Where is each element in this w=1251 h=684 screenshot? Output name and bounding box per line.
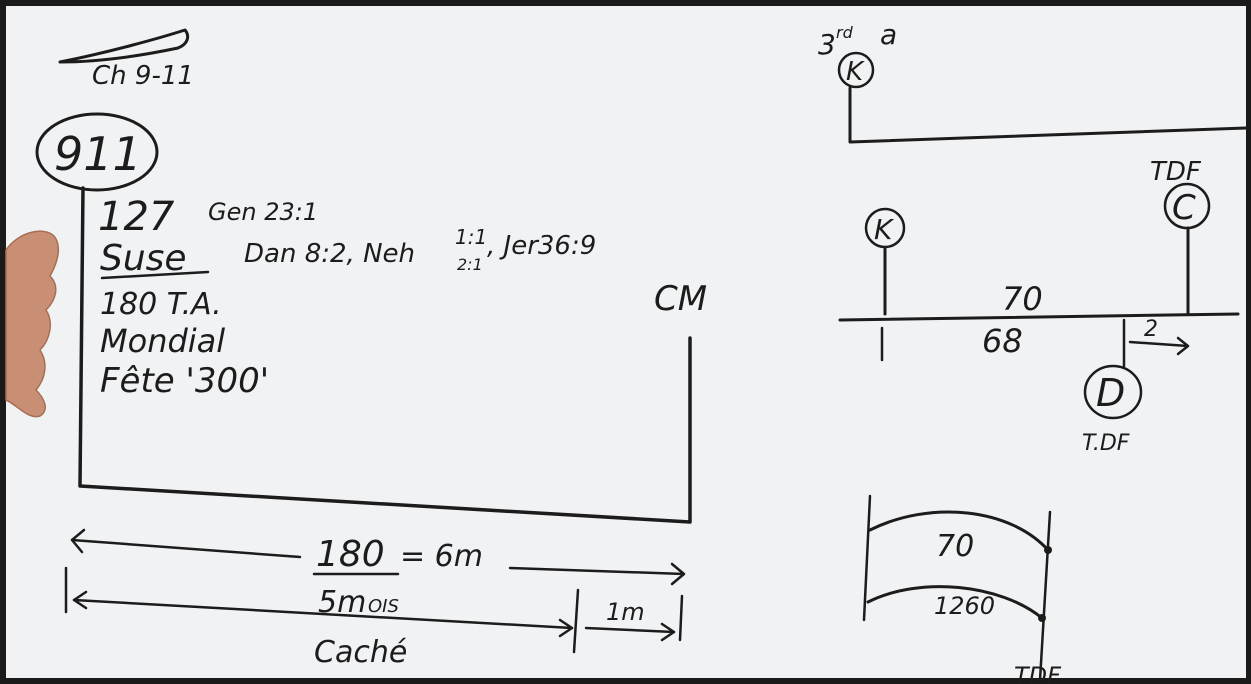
lower-arc-value: 1260 (934, 592, 995, 620)
note-127: 127 (98, 194, 175, 240)
scroll-sketch (58, 28, 190, 64)
d-circle (1083, 364, 1143, 420)
left-diagram: Ch 9-11 911 127 Gen 23:1 Suse Dan 8:2, N… (35, 28, 707, 670)
span-arrow-left (70, 538, 302, 559)
top-label-sup: rd (836, 23, 854, 42)
lower-value: 68 (982, 322, 1023, 360)
bottom-right-line (1038, 510, 1052, 682)
chapter-ref: Ch 9-11 (92, 61, 194, 91)
note-jer-ref: , Jer36:9 (487, 231, 596, 261)
span-arrow-right (508, 566, 686, 576)
suse-underline (100, 270, 210, 280)
month-divider-tick (572, 588, 580, 654)
middle-timeline (838, 312, 1240, 322)
note-genesis-ref: Gen 23:1 (208, 198, 318, 226)
months-arrowhead-left (72, 590, 88, 610)
months-arrowhead-right (558, 618, 574, 638)
upper-value: 70 (1002, 280, 1043, 318)
lower-arc-dot (1038, 614, 1046, 622)
cm-end-tick (678, 594, 684, 642)
last-month-arrowhead (660, 622, 676, 642)
span-label-rest: = 6m (400, 539, 483, 574)
c-circle-tag: TDF (1150, 157, 1202, 187)
bottom-tag: TDF (1014, 662, 1062, 684)
presenter-hand (5, 230, 60, 418)
k-circle-label: K (874, 213, 895, 246)
top-right-line (848, 86, 1248, 144)
note-neh-fraction-bottom: 2:1 (457, 255, 483, 274)
months-label-small: OIS (368, 596, 399, 617)
circle-911-label: 911 (54, 127, 142, 181)
timeline-frame (78, 186, 692, 524)
top-label: 3 (818, 28, 836, 61)
top-right-diagram: 3 rd a K (818, 18, 1248, 144)
span-label-num: 180 (316, 534, 385, 575)
upper-arc (868, 510, 1050, 552)
arrow-2-head (1176, 336, 1190, 356)
top-label-suffix: a (880, 18, 897, 51)
note-neh-fraction-top: 1:1 (455, 225, 487, 249)
c-circle-label: C (1172, 188, 1196, 228)
note-dan-neh-ref: Dan 8:2, Neh (244, 239, 415, 269)
note-mondial: Mondial (100, 322, 225, 360)
d-circle-tag: T.DF (1082, 431, 1130, 456)
span-arrowhead-right (670, 562, 686, 586)
upper-arc-dot (1044, 546, 1052, 554)
d-circle-label: D (1096, 371, 1125, 415)
arrow-2 (1128, 340, 1190, 348)
last-month-label: 1m (606, 598, 645, 626)
whiteboard (6, 6, 1246, 678)
arrow-value: 2 (1144, 317, 1158, 342)
middle-right-diagram: TDF C K 70 68 2 D T.DF (838, 157, 1240, 456)
bottom-left-tick (862, 494, 872, 622)
top-circle (837, 51, 875, 89)
bottom-right-diagram: 70 1260 TDF (862, 494, 1062, 684)
note-fete-300: Fête '300' (100, 361, 269, 401)
note-180-ta: 180 T.A. (100, 287, 222, 322)
top-circle-label: K (846, 57, 865, 87)
lower-arc (866, 585, 1044, 620)
months-arrow (72, 598, 574, 630)
hand-shape (5, 230, 60, 418)
upper-arc-value: 70 (936, 529, 974, 564)
span-arrowhead-left (70, 528, 86, 554)
last-month-arrow (584, 626, 676, 634)
months-label-big: 5m (318, 585, 366, 620)
hidden-label: Caché (314, 635, 407, 670)
circle-911 (35, 112, 159, 192)
note-suse: Suse (100, 238, 187, 279)
cm-label: CM (654, 279, 707, 319)
